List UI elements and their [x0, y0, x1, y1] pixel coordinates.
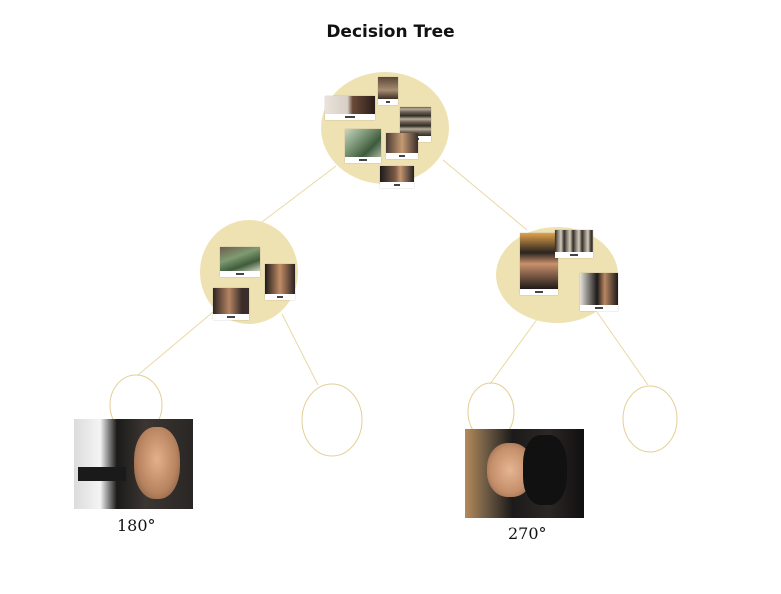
right-node-thumbnail-1 [520, 233, 558, 295]
leaf-photo-270 [465, 429, 584, 518]
leaf-node-4 [622, 385, 678, 453]
leaf-photo-270-hair [523, 435, 567, 505]
diagram-title: Decision Tree [326, 22, 455, 42]
edge-right-leafA [489, 317, 539, 385]
edge-root-right [442, 159, 528, 231]
left-node-thumbnail-3 [213, 288, 249, 320]
root-thumbnail-5 [386, 133, 418, 159]
right-node-thumbnail-2 [555, 230, 593, 258]
root-thumbnail-1 [325, 96, 375, 120]
right-node-thumbnail-3 [580, 273, 618, 311]
leaf-label-180: 180° [117, 516, 156, 535]
left-node-thumbnail-1 [220, 247, 260, 277]
leaf-photo-180 [74, 419, 193, 509]
leaf-node-2 [301, 383, 363, 457]
edge-root-left [261, 165, 337, 223]
root-thumbnail-4 [345, 129, 381, 163]
leaf-label-270: 270° [508, 524, 547, 543]
edge-left-leafA [137, 311, 214, 376]
root-thumbnail-6 [380, 166, 414, 188]
edge-right-leafB [596, 311, 649, 386]
left-node-thumbnail-2 [265, 264, 295, 300]
leaf-photo-180-face [134, 427, 180, 499]
edge-left-leafB [281, 313, 319, 386]
leaf-photo-180-text [78, 467, 126, 481]
root-thumbnail-2 [378, 77, 398, 105]
